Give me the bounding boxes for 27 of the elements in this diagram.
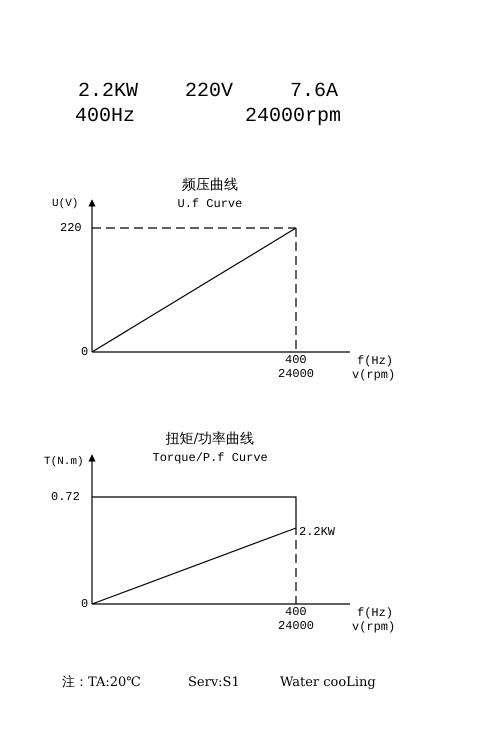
value-label: 2.2KW: [299, 526, 336, 538]
axis-label: U(V): [52, 199, 78, 210]
spec-text: 24000rpm: [245, 107, 342, 127]
tick-label: 24000: [278, 368, 314, 380]
note-text: Serv:S1: [188, 676, 240, 689]
note-text: Water cooLing: [280, 676, 376, 689]
tick-label: 0: [81, 598, 88, 610]
note-text: 注：TA:20℃: [62, 676, 141, 689]
tick-label: 400: [285, 354, 307, 366]
tick-label: 220: [60, 222, 82, 234]
tick-label: 400: [285, 606, 307, 618]
tick-label: 0: [81, 346, 88, 358]
spec-text: 400Hz: [75, 107, 136, 127]
axis-label: v(rpm): [352, 369, 396, 381]
spec-text: 220V: [185, 82, 234, 102]
spec-text: 2.2KW: [78, 82, 138, 102]
chart-title: 扭矩/功率曲线: [166, 432, 254, 446]
chart-title: Torque/P.f Curve: [152, 452, 268, 464]
chart-title: U.f Curve: [178, 198, 242, 210]
tick-label: 24000: [278, 620, 314, 632]
spec-text: 7.6A: [290, 82, 338, 102]
tick-label: 0.72: [51, 491, 80, 503]
axis-label: f(Hz): [357, 607, 394, 619]
axis-label: v(rpm): [352, 621, 396, 633]
axis-label: f(Hz): [357, 355, 394, 367]
chart-title: 频压曲线: [182, 178, 238, 192]
axis-label: T(N.m): [44, 457, 84, 468]
